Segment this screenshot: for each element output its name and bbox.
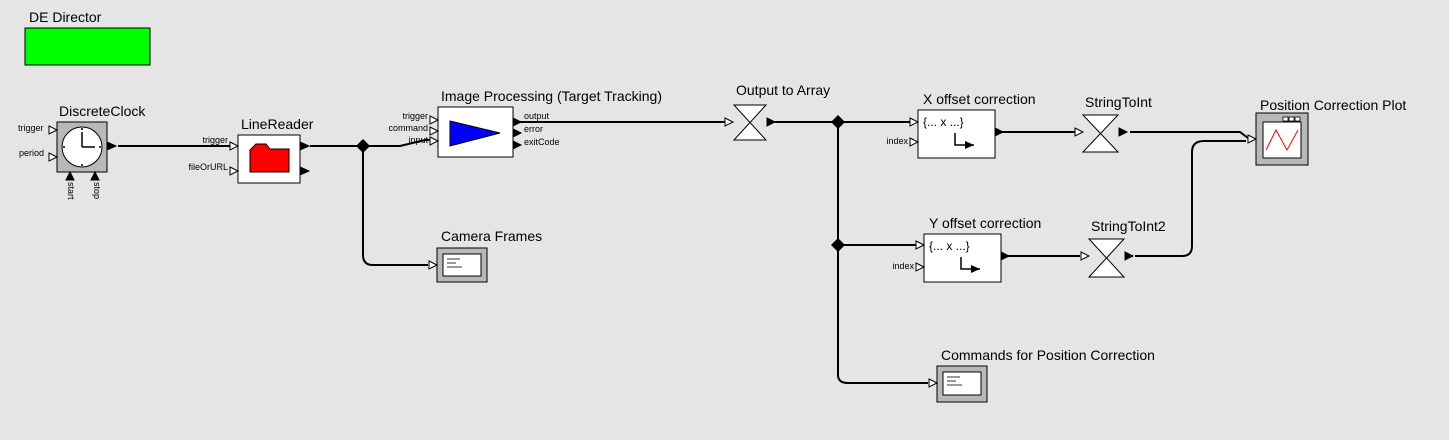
actor-x-offset-correction[interactable]: X offset correction {... x ...} index bbox=[886, 91, 1036, 159]
xoffset-box[interactable] bbox=[917, 109, 996, 159]
return-arrow-icon bbox=[960, 257, 980, 273]
connections bbox=[118, 115, 1249, 384]
linereader-port-endofile[interactable] bbox=[299, 166, 311, 176]
folder-icon bbox=[249, 143, 290, 173]
imgproc-port-error-label: error bbox=[524, 124, 543, 134]
clock-label: DiscreteClock bbox=[59, 103, 146, 119]
strtoint2-port-output[interactable] bbox=[1124, 251, 1135, 261]
xoffset-label: X offset correction bbox=[923, 91, 1036, 107]
toarray-port-output[interactable] bbox=[766, 117, 777, 127]
de-director[interactable]: DE Director bbox=[24, 9, 151, 66]
actor-output-to-array[interactable]: Output to Array bbox=[724, 82, 830, 141]
imgproc-port-trigger[interactable] bbox=[429, 115, 440, 125]
clock-icon bbox=[61, 126, 103, 168]
actor-commands-display[interactable]: Commands for Position Correction bbox=[928, 347, 1155, 403]
camera-port-input[interactable] bbox=[428, 260, 439, 270]
linereader-port-fileorurl[interactable] bbox=[229, 166, 240, 176]
actor-discrete-clock[interactable]: DiscreteClock trigger period start stop bbox=[18, 103, 146, 200]
commands-port-input[interactable] bbox=[928, 378, 939, 388]
plot-label: Position Correction Plot bbox=[1260, 97, 1406, 113]
hourglass-icon bbox=[1081, 114, 1120, 153]
plot-port-input[interactable] bbox=[1247, 134, 1258, 144]
imgproc-port-command[interactable] bbox=[429, 126, 440, 136]
hourglass-icon bbox=[732, 104, 768, 141]
commands-label: Commands for Position Correction bbox=[941, 347, 1155, 363]
strtoint2-label: StringToInt2 bbox=[1091, 218, 1166, 234]
relation-node-2[interactable] bbox=[831, 115, 845, 129]
actor-camera-frames[interactable]: Camera Frames bbox=[428, 228, 542, 283]
linereader-label: LineReader bbox=[241, 116, 314, 132]
xoffset-port-index-label: index bbox=[886, 136, 908, 146]
imgproc-port-exitcode-label: exitCode bbox=[524, 137, 560, 147]
hourglass-icon bbox=[1087, 238, 1126, 278]
display-icon bbox=[942, 371, 982, 396]
yoffset-port-input[interactable] bbox=[915, 240, 926, 250]
camera-label: Camera Frames bbox=[441, 228, 542, 244]
clock-port-trigger[interactable] bbox=[48, 125, 59, 135]
linereader-port-trigger[interactable] bbox=[229, 141, 240, 151]
relation-node-3[interactable] bbox=[831, 238, 845, 252]
imgproc-port-input-label: input bbox=[408, 135, 428, 145]
imgproc-port-error[interactable] bbox=[512, 128, 523, 138]
actor-string-to-int[interactable]: StringToInt bbox=[1074, 94, 1152, 153]
imgproc-port-trigger-label: trigger bbox=[402, 111, 428, 121]
wire-strtoint2-plot bbox=[1135, 140, 1246, 257]
wire-relation1-camera bbox=[362, 146, 428, 266]
yoffset-expression: {... x ...} bbox=[929, 239, 970, 253]
clock-port-period-label: period bbox=[19, 148, 44, 158]
relation-node-1[interactable] bbox=[356, 139, 370, 153]
return-arrow-icon bbox=[954, 133, 974, 149]
imgproc-label: Image Processing (Target Tracking) bbox=[441, 88, 662, 104]
clock-port-trigger-label: trigger bbox=[18, 123, 44, 133]
director-box[interactable] bbox=[24, 27, 151, 66]
clock-port-output[interactable] bbox=[106, 141, 118, 151]
toarray-label: Output to Array bbox=[736, 82, 830, 98]
yoffset-port-output[interactable] bbox=[1000, 251, 1011, 261]
xoffset-port-output[interactable] bbox=[994, 127, 1005, 137]
actor-image-processing[interactable]: Image Processing (Target Tracking) trigg… bbox=[388, 88, 662, 158]
wire-relation2-commands bbox=[837, 122, 928, 384]
imgproc-port-output[interactable] bbox=[512, 117, 523, 127]
linereader-port-trigger-label: trigger bbox=[202, 135, 228, 145]
xoffset-port-input[interactable] bbox=[909, 117, 920, 127]
strtoint-port-output[interactable] bbox=[1118, 127, 1129, 137]
imgproc-port-exitcode[interactable] bbox=[512, 140, 523, 150]
linereader-port-fileorurl-label: fileOrURL bbox=[188, 162, 228, 172]
clock-port-stop-label: stop bbox=[92, 182, 102, 199]
toarray-port-input[interactable] bbox=[724, 117, 735, 127]
director-label: DE Director bbox=[29, 9, 102, 25]
actor-string-to-int2[interactable]: StringToInt2 bbox=[1080, 218, 1166, 278]
actor-linereader[interactable]: LineReader trigger fileOrURL bbox=[188, 116, 314, 184]
wire-strtoint-plot bbox=[1130, 131, 1249, 139]
clock-port-period[interactable] bbox=[48, 152, 59, 162]
strtoint-port-input[interactable] bbox=[1074, 127, 1085, 137]
clock-port-stop[interactable] bbox=[90, 170, 100, 181]
display-icon bbox=[442, 253, 482, 277]
plot-window-icon bbox=[1262, 116, 1302, 159]
imgproc-port-input[interactable] bbox=[429, 136, 440, 146]
actor-y-offset-correction[interactable]: Y offset correction {... x ...} index bbox=[892, 215, 1041, 283]
clock-port-start-label: start bbox=[66, 182, 76, 200]
clock-port-start[interactable] bbox=[65, 170, 75, 181]
yoffset-port-index-label: index bbox=[892, 261, 914, 271]
signal-wave-icon bbox=[1265, 128, 1299, 152]
yoffset-label: Y offset correction bbox=[929, 215, 1041, 231]
imgproc-port-command-label: command bbox=[388, 123, 428, 133]
strtoint2-port-input[interactable] bbox=[1080, 251, 1091, 261]
exec-triangle-icon bbox=[449, 120, 501, 147]
xoffset-port-index[interactable] bbox=[909, 137, 920, 147]
xoffset-expression: {... x ...} bbox=[923, 115, 964, 129]
actor-position-correction-plot[interactable]: Position Correction Plot bbox=[1247, 97, 1406, 166]
imgproc-port-output-label: output bbox=[524, 111, 550, 121]
strtoint-label: StringToInt bbox=[1085, 94, 1152, 110]
wire-relation1-imgproc bbox=[363, 139, 430, 147]
linereader-port-output[interactable] bbox=[299, 141, 311, 151]
yoffset-port-index[interactable] bbox=[915, 262, 926, 272]
